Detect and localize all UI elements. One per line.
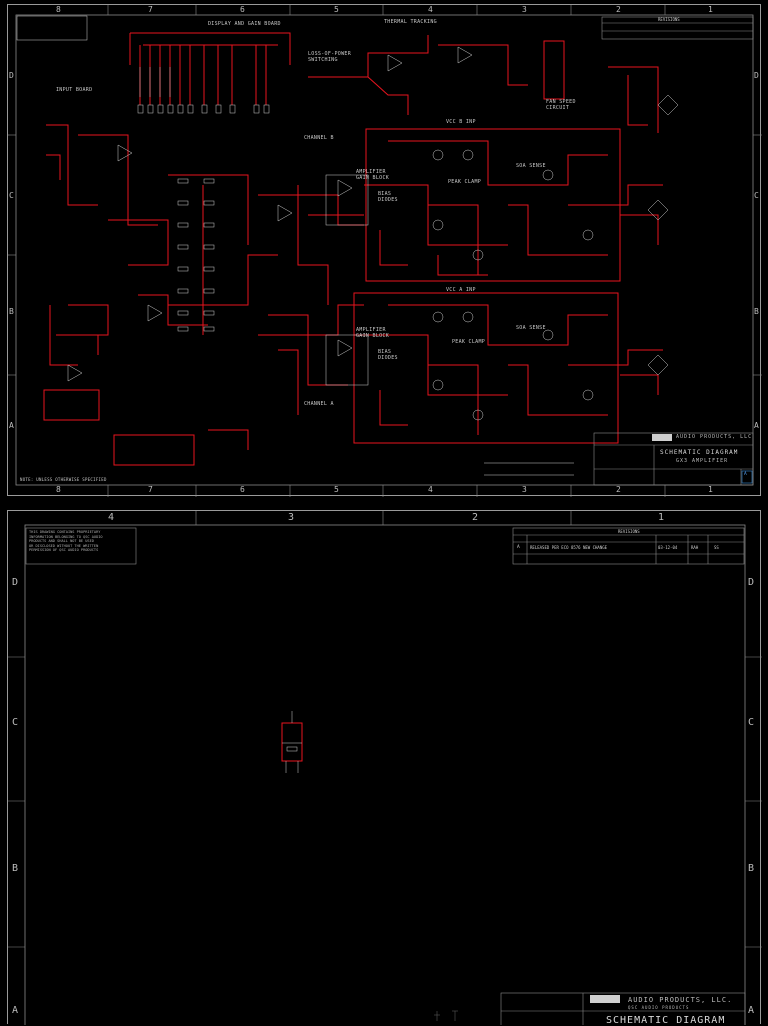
rev-by: RAH [691,545,699,550]
col-label-1-bottom: 1 [708,485,713,494]
sheet2-col-label-2: 2 [472,512,479,523]
col-label-8: 8 [56,5,61,14]
sheet2-row-label-d-right: D [748,577,755,588]
revisions-header: REVISIONS [658,17,680,22]
sheet-2-drawing [8,511,762,1025]
amp-gain-block-b-label: AMPLIFIER GAIN BLOCK [356,169,390,181]
center-component [281,711,303,773]
col-label-7: 7 [148,5,153,14]
loss-of-power-label: LOSS-OF-POWER SWITCHING [308,51,352,63]
bias-diodes-b-label: BIAS DIODES [378,191,398,203]
amp-gain-block-a-label: AMPLIFIER GAIN BLOCK [356,327,390,339]
col-label-4: 4 [428,5,433,14]
schematic-sheet-2: 4 3 2 1 D C B A D C B A THIS DRAWING CON… [7,510,762,1026]
sheet2-row-label-a-right: A [748,1005,755,1016]
schematic-sheet-1: 8 7 6 5 4 3 2 1 8 7 6 5 4 3 2 1 D C B A … [7,4,762,497]
sheet2-revisions-header: REVISIONS [618,529,640,534]
sheet2-row-label-a: A [12,1005,19,1016]
col-label-4-bottom: 4 [428,485,433,494]
footer-note: NOTE: UNLESS OTHERWISE SPECIFIED [20,477,107,482]
col-label-3: 3 [522,5,527,14]
sheet2-company-name: AUDIO PRODUCTS, LLC. [628,996,733,1004]
fan-speed-label: FAN SPEED CIRCUIT [546,99,576,111]
row-label-a-right: A [754,421,759,430]
sheet2-company-sub: QSC AUDIO PRODUCTS [628,1005,690,1010]
revision-letter: A [744,472,747,477]
col-label-2: 2 [616,5,621,14]
sheet2-row-label-b: B [12,863,19,874]
sheet2-drawing-title: SCHEMATIC DIAGRAM [606,1015,726,1026]
row-label-c: C [9,191,14,200]
col-label-7-bottom: 7 [148,485,153,494]
sheet2-row-label-c: C [12,717,19,728]
rev-appr: SS [714,545,719,550]
sheet2-row-label-c-right: C [748,717,755,728]
soa-sense-a-label: SOA SENSE [516,325,546,331]
col-label-5-bottom: 5 [334,485,339,494]
sheet2-col-label-1: 1 [658,512,665,523]
thermal-tracking-label: THERMAL TRACKING [384,19,437,25]
rev-letter: A [517,545,520,550]
peak-clamp-b-label: PEAK CLAMP [448,179,482,185]
row-label-a: A [9,421,14,430]
col-label-6: 6 [240,5,245,14]
col-label-8-bottom: 8 [56,485,61,494]
peak-clamp-a-label: PEAK CLAMP [452,339,486,345]
row-label-d-right: D [754,71,759,80]
drawing-title: SCHEMATIC DIAGRAM [660,449,739,456]
channel-a-label: CHANNEL A [304,401,334,407]
sheet2-row-label-b-right: B [748,863,755,874]
company-name: AUDIO PRODUCTS, LLC [676,434,753,440]
soa-sense-b-label: SOA SENSE [516,163,546,169]
sheet-1-drawing [8,5,762,497]
col-label-2-bottom: 2 [616,485,621,494]
sheet2-col-label-4: 4 [108,512,115,523]
sheet2-row-label-d: D [12,577,19,588]
sheet2-col-label-3: 3 [288,512,295,523]
proprietary-notes: THIS DRAWING CONTAINS PROPRIETARY INFORM… [29,530,103,553]
display-gain-board-label: DISPLAY AND GAIN BOARD [208,21,281,27]
row-label-b-right: B [754,307,759,316]
channel-b-label: CHANNEL B [304,135,334,141]
rev-description: RELEASED PER ECO 8576 NEW CHANGE [530,545,608,550]
drawing-subtitle: GX3 AMPLIFIER [676,458,729,464]
vcc-a-label: VCC A INP [446,287,476,293]
col-label-5: 5 [334,5,339,14]
col-label-6-bottom: 6 [240,485,245,494]
col-label-1: 1 [708,5,713,14]
row-label-c-right: C [754,191,759,200]
row-label-b: B [9,307,14,316]
vcc-b-label: VCC B INP [446,119,476,125]
row-label-d: D [9,71,14,80]
input-board-label: INPUT BOARD [56,87,93,93]
bias-diodes-a-label: BIAS DIODES [378,349,398,361]
rev-date: 03-12-04 [658,545,678,550]
col-label-3-bottom: 3 [522,485,527,494]
